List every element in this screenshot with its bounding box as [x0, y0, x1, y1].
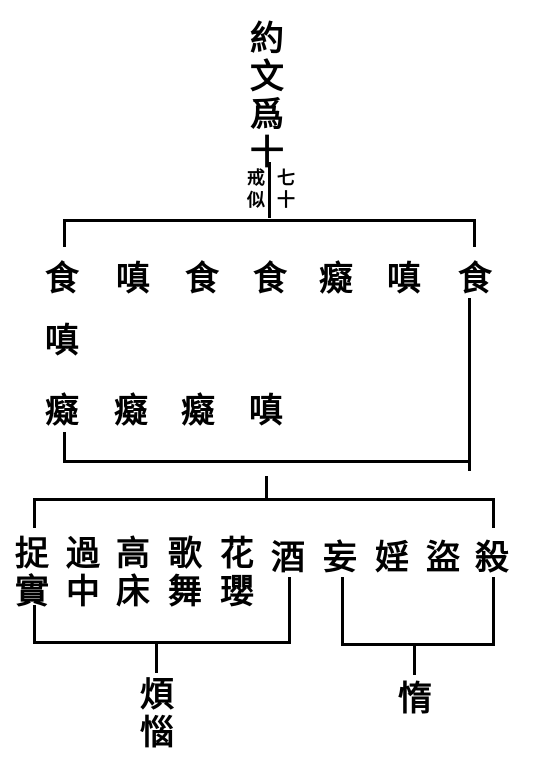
sub-right-r — [492, 577, 495, 645]
pair-3-bottom: 床 — [116, 572, 150, 612]
pair-2-top: 過 — [66, 534, 100, 574]
sub-left-l — [33, 605, 36, 643]
sub-right-stem — [413, 645, 416, 675]
pair-2-bottom: 中 — [66, 572, 100, 612]
sub-left-r — [288, 577, 291, 643]
sub-right-bar — [341, 643, 495, 646]
root-note-right: 七 十 — [274, 168, 298, 212]
pair-1: 捉 實 — [12, 535, 52, 611]
lower-bracket-right — [492, 498, 495, 528]
row1-char-5: 癡 — [319, 259, 353, 299]
note-left-1: 戒 — [247, 168, 265, 189]
sub-right-l — [341, 577, 344, 645]
root-note-left: 戒 似 — [244, 168, 268, 212]
row1-char-3: 食 — [185, 259, 219, 299]
note-right-2: 十 — [277, 190, 295, 211]
top-bracket-bar — [63, 219, 476, 222]
pair-2: 過 中 — [63, 535, 103, 611]
root-char-2: 文 — [250, 57, 284, 97]
note-left-2: 似 — [247, 190, 265, 211]
pair-1-top: 捉 — [15, 534, 49, 574]
branch-right-result: 惰 — [398, 679, 432, 719]
row1-char-2: 嗔 — [116, 259, 150, 299]
pair-4-bottom: 舞 — [168, 572, 202, 612]
sub-left-stem — [155, 643, 158, 673]
mid-bracket-left — [63, 432, 66, 462]
root-title: 約 文 爲 十 — [247, 20, 287, 172]
row3-char-3: 癡 — [181, 391, 215, 431]
mid-stem — [265, 476, 268, 500]
pair-3-top: 高 — [116, 534, 150, 574]
branch-right-char-3: 盜 — [426, 538, 460, 578]
pair-1-bottom: 實 — [15, 572, 49, 612]
lower-bracket-left — [33, 498, 36, 528]
top-bracket-right — [473, 219, 476, 247]
root-char-3: 爲 — [250, 95, 284, 135]
pair-4-top: 歌 — [168, 534, 202, 574]
pair-5-bottom: 瓔 — [220, 572, 254, 612]
top-bracket-left — [63, 219, 66, 247]
branch-right-char-4: 殺 — [475, 538, 509, 578]
row1-char-6: 嗔 — [387, 259, 421, 299]
mid-bracket-bar — [63, 460, 471, 463]
pair-3: 高 床 — [113, 535, 153, 611]
pair-5: 花 瓔 — [217, 535, 257, 611]
result-left-2: 惱 — [140, 713, 174, 753]
root-char-4: 十 — [250, 133, 284, 173]
branch-right-char-1: 妄 — [323, 538, 357, 578]
pair-5-top: 花 — [220, 534, 254, 574]
sub-left-bar — [33, 641, 291, 644]
row3-char-1: 癡 — [45, 391, 79, 431]
lower-bracket-bar — [33, 498, 495, 501]
note-divider — [268, 162, 271, 218]
root-char-1: 約 — [250, 19, 284, 59]
branch-left-result: 煩 惱 — [137, 676, 177, 752]
pair-4: 歌 舞 — [165, 535, 205, 611]
result-left-1: 煩 — [140, 675, 174, 715]
row3-char-2: 癡 — [114, 391, 148, 431]
row3-char-4: 嗔 — [249, 391, 283, 431]
row2-char-1: 嗔 — [45, 321, 79, 361]
row1-char-4: 食 — [253, 259, 287, 299]
mid-bracket-right — [468, 298, 471, 471]
row1-char-1: 食 — [45, 259, 79, 299]
branch-right-char-2: 婬 — [375, 538, 409, 578]
row1-char-7: 食 — [458, 259, 492, 299]
note-right-1: 七 — [277, 168, 295, 189]
branch-left-single: 酒 — [271, 538, 305, 578]
